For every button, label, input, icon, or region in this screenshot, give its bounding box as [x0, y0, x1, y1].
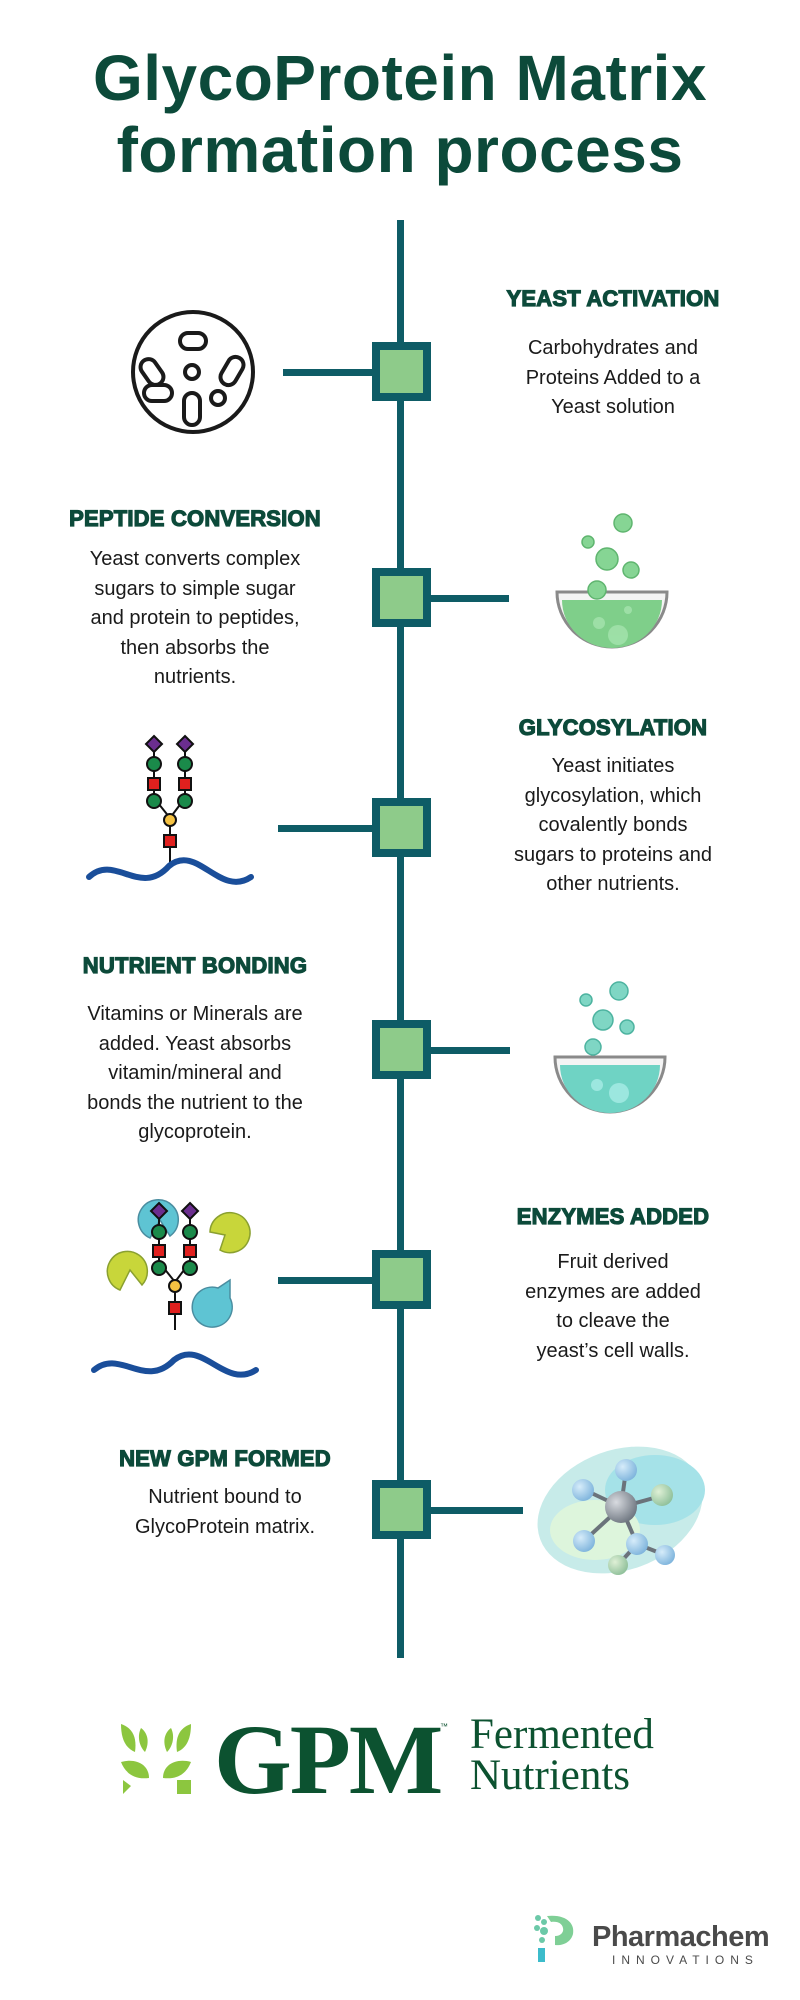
- text-line: vitamin/mineral and: [108, 1062, 282, 1084]
- connector-4: [412, 1047, 510, 1054]
- step-3-description: Yeast initiates glycosylation, which cov…: [470, 752, 756, 900]
- text-line: sugars to proteins and: [514, 843, 712, 866]
- step-2-heading: PEPTIDE CONVERSION: [69, 505, 322, 531]
- connector-5: [278, 1277, 375, 1284]
- tagline-line-2: Nutrients: [470, 1752, 631, 1799]
- brand-tagline: Fermented Nutrients: [470, 1711, 654, 1799]
- step-5-description: Fruit derived enzymes are added to cleav…: [470, 1248, 756, 1366]
- text-line: GlycoProtein matrix.: [134, 1515, 316, 1538]
- text-line: glycoprotein.: [138, 1121, 252, 1143]
- text-line: to cleave the: [556, 1310, 670, 1332]
- page-title-line-1: GlycoProtein Matrix: [92, 42, 708, 114]
- step-5-heading: ENZYMES ADDED: [516, 1203, 710, 1229]
- trademark-symbol: ™: [440, 1722, 448, 1731]
- text-line: nutrients.: [153, 666, 237, 688]
- connector-3: [278, 825, 375, 832]
- text-line: Proteins Added to a: [525, 366, 701, 389]
- pharmachem-logo-icon: [534, 1915, 574, 1962]
- timeline-node-3: [372, 798, 431, 857]
- timeline-line: [397, 220, 404, 1658]
- text-line: then absorbs the: [120, 636, 270, 659]
- company-name: Pharmachem: [592, 1921, 770, 1953]
- text-line: Vitamins or Minerals are: [87, 1003, 303, 1025]
- step-6-heading: NEW GPM FORMED: [118, 1445, 331, 1471]
- step-4-heading: NUTRIENT BONDING: [82, 952, 308, 978]
- text-line: sugars to simple sugar: [94, 577, 296, 600]
- text-line: Carbohydrates and: [527, 337, 699, 359]
- step-1-description: Carbohydrates and Proteins Added to a Ye…: [470, 334, 756, 423]
- timeline-node-6: [372, 1480, 431, 1539]
- step-3-heading: GLYCOSYLATION: [518, 714, 708, 740]
- step-6-description: Nutrient bound to GlycoProtein matrix.: [60, 1483, 390, 1542]
- text-line: glycosylation, which: [524, 784, 702, 807]
- step-2-description: Yeast converts complex sugars to simple …: [30, 545, 360, 693]
- glycan-chain-icon: [86, 734, 254, 885]
- text-line: Nutrient bound to: [148, 1486, 302, 1508]
- text-line: other nutrients.: [546, 873, 680, 895]
- text-line: enzymes are added: [525, 1280, 701, 1303]
- yeast-cells-icon: [131, 310, 255, 434]
- molecule-icon: [537, 1446, 705, 1575]
- connector-1: [283, 369, 375, 376]
- step-4-description: Vitamins or Minerals are added. Yeast ab…: [30, 1000, 360, 1148]
- text-line: bonds the nutrient to the: [87, 1091, 303, 1114]
- bubbling-bowl-icon: [553, 981, 667, 1114]
- gpm-logo-icon: [121, 1724, 191, 1794]
- gpm-brand-text: GPM: [214, 1704, 443, 1815]
- timeline-node-5: [372, 1250, 431, 1309]
- timeline-node-1: [372, 342, 431, 401]
- step-1-heading: YEAST ACTIVATION: [506, 285, 720, 311]
- glycan-enzymes-icon: [91, 1199, 259, 1378]
- text-line: Yeast solution: [551, 396, 675, 418]
- connector-2: [412, 595, 509, 602]
- text-line: added. Yeast absorbs: [98, 1032, 292, 1055]
- connector-6: [412, 1507, 523, 1514]
- bubbling-bowl-icon: [555, 513, 669, 649]
- text-line: Yeast converts complex: [89, 548, 301, 570]
- timeline-node-4: [372, 1020, 431, 1079]
- company-subtitle: INNOVATIONS: [612, 1953, 759, 1967]
- text-line: yeast’s cell walls.: [536, 1339, 690, 1362]
- text-line: and protein to peptides,: [90, 607, 300, 629]
- text-line: Fruit derived: [557, 1251, 669, 1273]
- page-title-line-2: formation process: [116, 114, 684, 186]
- tagline-line-1: Fermented: [470, 1711, 654, 1758]
- text-line: Yeast initiates: [551, 755, 675, 777]
- timeline-node-2: [372, 568, 431, 627]
- text-line: covalently bonds: [538, 814, 688, 836]
